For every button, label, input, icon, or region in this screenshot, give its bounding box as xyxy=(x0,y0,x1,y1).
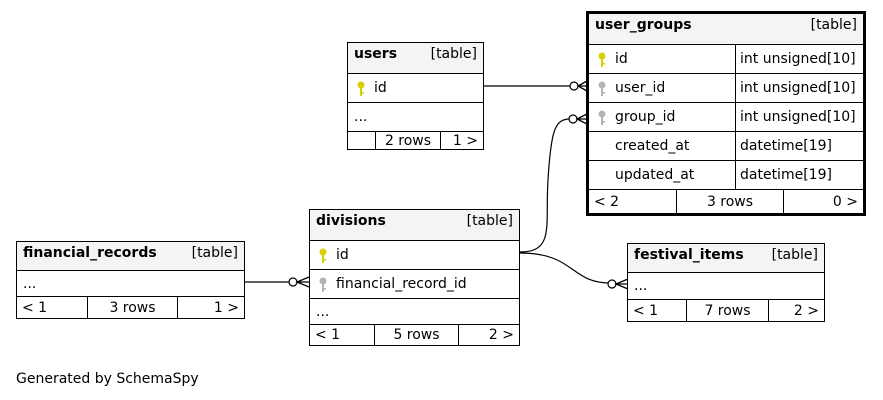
column-type: int unsigned[10] xyxy=(735,103,856,131)
footer-row-count: 2 rows xyxy=(375,132,440,149)
column-name: id xyxy=(615,51,628,67)
table-footer: < 1 5 rows 2 > xyxy=(310,325,519,345)
column-row[interactable]: id xyxy=(310,241,519,270)
table-header: financial_records [table] xyxy=(17,242,244,271)
crowfoot-marker xyxy=(614,278,629,290)
table-footer: < 1 7 rows 2 > xyxy=(628,300,824,321)
column-row-ellipsis: ... xyxy=(17,271,244,297)
footer-row-count: 7 rows xyxy=(686,300,768,321)
footer-row-count: 3 rows xyxy=(87,297,177,318)
column-name: created_at xyxy=(615,138,690,154)
table-footer: < 1 3 rows 1 > xyxy=(17,297,244,318)
column-type: int unsigned[10] xyxy=(735,45,856,73)
table-header: users [table] xyxy=(348,43,483,74)
column-type: datetime[19] xyxy=(735,132,832,160)
column-row[interactable]: id int unsigned[10] xyxy=(589,45,863,74)
table-type-tag: [table] xyxy=(191,245,238,261)
footer-children: 1 > xyxy=(177,297,244,318)
table-name: financial_records xyxy=(23,245,157,261)
footer-children: 2 > xyxy=(768,300,824,321)
table-festival-items[interactable]: festival_items [table] ... < 1 7 rows 2 … xyxy=(627,243,825,322)
table-header: festival_items [table] xyxy=(628,244,824,273)
column-row[interactable]: user_id int unsigned[10] xyxy=(589,74,863,103)
column-name: financial_record_id xyxy=(336,276,467,292)
column-type: int unsigned[10] xyxy=(735,74,856,102)
crowfoot-marker xyxy=(575,113,588,125)
table-name: festival_items xyxy=(634,247,744,263)
footer-children: 2 > xyxy=(458,325,519,345)
table-users[interactable]: users [table] id ... 2 rows 1 > xyxy=(347,42,484,150)
footer-parents: < 1 xyxy=(633,302,659,319)
foreign-key-icon xyxy=(598,81,606,96)
ellipsis-text: ... xyxy=(316,303,330,320)
table-type-tag: [table] xyxy=(810,17,857,33)
footer-children: 0 > xyxy=(783,190,863,213)
column-row-ellipsis: ... xyxy=(628,273,824,300)
primary-key-icon xyxy=(357,81,365,96)
edge-divisions-user-groups xyxy=(519,118,571,253)
footer-parents: < 2 xyxy=(594,193,620,210)
table-type-tag: [table] xyxy=(771,247,818,263)
foreign-key-icon xyxy=(598,110,606,125)
column-name: updated_at xyxy=(615,167,695,183)
table-financial-records[interactable]: financial_records [table] ... < 1 3 rows… xyxy=(16,241,245,319)
table-name: user_groups xyxy=(595,17,692,33)
ellipsis-text: ... xyxy=(634,278,648,294)
footer-parents: < 1 xyxy=(315,327,341,343)
table-type-tag: [table] xyxy=(430,46,477,62)
column-row[interactable]: id xyxy=(348,74,483,103)
footer-children: 1 > xyxy=(440,132,483,149)
primary-key-icon xyxy=(319,248,327,263)
table-footer: 2 rows 1 > xyxy=(348,132,483,149)
primary-key-icon xyxy=(598,52,606,67)
table-divisions[interactable]: divisions [table] id financial_record_id… xyxy=(309,209,520,346)
ellipsis-text: ... xyxy=(23,275,37,292)
column-name: id xyxy=(374,80,387,96)
column-row[interactable]: created_at datetime[19] xyxy=(589,132,863,161)
column-row-ellipsis: ... xyxy=(310,299,519,325)
footer-parents xyxy=(348,132,375,149)
table-header: user_groups [table] xyxy=(589,14,863,45)
table-name: users xyxy=(354,46,398,62)
column-name: id xyxy=(336,247,349,263)
ellipsis-text: ... xyxy=(354,109,368,125)
column-name: user_id xyxy=(615,80,666,96)
column-row[interactable]: updated_at datetime[19] xyxy=(589,161,863,190)
table-user-groups[interactable]: user_groups [table] id int unsigned[10] … xyxy=(586,11,866,216)
column-row[interactable]: financial_record_id xyxy=(310,270,519,299)
footer-row-count: 5 rows xyxy=(374,325,458,345)
generated-by-note: Generated by SchemaSpy xyxy=(16,371,199,387)
column-row[interactable]: group_id int unsigned[10] xyxy=(589,103,863,132)
footer-row-count: 3 rows xyxy=(676,190,783,213)
table-header: divisions [table] xyxy=(310,210,519,241)
column-row-ellipsis: ... xyxy=(348,103,483,132)
edge-divisions-festival-items xyxy=(519,252,611,284)
column-type: datetime[19] xyxy=(735,161,832,189)
table-footer: < 2 3 rows 0 > xyxy=(589,190,863,213)
footer-parents: < 1 xyxy=(22,299,48,316)
crowfoot-marker xyxy=(576,80,588,92)
foreign-key-icon xyxy=(319,277,327,292)
table-name: divisions xyxy=(316,213,386,229)
crowfoot-marker xyxy=(295,276,310,288)
column-name: group_id xyxy=(615,109,676,125)
table-type-tag: [table] xyxy=(466,213,513,229)
